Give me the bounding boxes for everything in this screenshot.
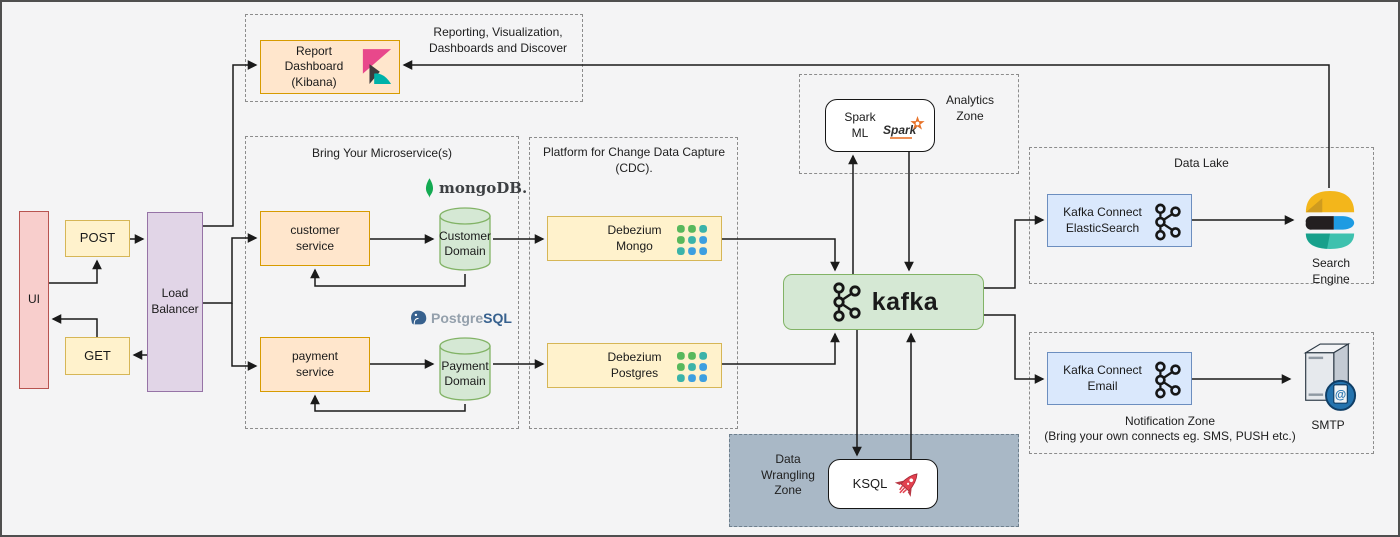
node-kafka-connect-email-label: Kafka Connect Email	[1063, 362, 1142, 393]
node-kafka-label: kafka	[871, 287, 939, 316]
edge-debezium-mongo-kafka	[722, 238, 840, 272]
node-debezium-postgres: Debezium Postgres	[547, 343, 722, 388]
zone-data-lake-label: Data Lake	[1174, 156, 1229, 170]
node-kafka-connect-elasticsearch: Kafka Connect ElasticSearch	[1047, 194, 1192, 247]
rocket-icon	[894, 473, 918, 497]
postgresql-elephant-icon	[411, 310, 427, 325]
node-debezium-mongo: Debezium Mongo	[547, 216, 722, 261]
smtp-label: SMTP	[1311, 418, 1345, 432]
spark-tagline-mark	[890, 137, 912, 139]
postgresql-logo-text: PostgreSQL	[431, 310, 512, 326]
node-payment-service: payment service	[260, 337, 370, 392]
kafka-connect-icon	[1155, 361, 1181, 399]
mongodb-logo: mongoDB.	[423, 177, 527, 198]
node-ksql-label: KSQL	[852, 475, 888, 491]
edge-ui-post	[49, 259, 102, 284]
mongodb-logo-text: mongoDB.	[439, 178, 528, 197]
smtp-at-glyph: @	[1335, 388, 1346, 401]
node-get-label: GET	[84, 347, 111, 363]
node-ui: UI	[19, 211, 49, 389]
node-customer-domain: Customer Domain	[437, 205, 493, 273]
node-debezium-mongo-label: Debezium Mongo	[607, 222, 662, 253]
kafka-connect-icon	[1155, 203, 1181, 241]
node-payment-domain-label: Payment Domain	[441, 359, 489, 388]
kibana-icon	[362, 49, 392, 84]
postgresql-text-gray: Postgre	[431, 309, 484, 326]
kafka-icon	[833, 282, 861, 322]
node-customer-service-label: customer service	[290, 222, 340, 253]
smtp-server-icon: @	[1303, 343, 1357, 411]
node-kafka: kafka	[783, 274, 984, 330]
node-report-dashboard: Report Dashboard (Kibana)	[260, 40, 400, 94]
node-post-label: POST	[79, 230, 116, 246]
node-spark-ml: Spark ML Spark	[825, 99, 935, 152]
postgresql-logo: PostgreSQL	[409, 308, 512, 327]
spark-logo-text: Spark	[883, 123, 917, 137]
zone-notification-label: Notification Zone	[1124, 414, 1216, 428]
zone-analytics-label: Analytics Zone	[945, 93, 995, 123]
zone-notification: Notification Zone (Bring your own connec…	[1029, 332, 1374, 454]
spark-logo: Spark	[883, 116, 927, 142]
zone-microservices-label: Bring Your Microservice(s)	[311, 146, 453, 160]
node-post: POST	[65, 220, 130, 257]
zone-cdc-label: Platform for Change Data Capture (CDC).	[542, 145, 726, 175]
node-debezium-postgres-label: Debezium Postgres	[607, 349, 662, 380]
elasticsearch-icon	[1305, 191, 1355, 249]
mongodb-leaf-icon	[425, 178, 434, 198]
node-load-balancer: Load Balancer	[147, 212, 203, 392]
spark-star-icon	[910, 116, 925, 130]
node-kafka-connect-elasticsearch-label: Kafka Connect ElasticSearch	[1063, 204, 1142, 235]
postgresql-text-blue: SQL	[483, 309, 512, 326]
zone-data-wrangling-label: Data Wrangling Zone	[761, 452, 815, 498]
node-payment-domain: Payment Domain	[437, 335, 493, 403]
node-ksql: KSQL	[828, 459, 938, 509]
node-get: GET	[65, 337, 130, 375]
zone-data-wrangling: Data Wrangling Zone	[729, 434, 1019, 527]
node-load-balancer-label: Load Balancer	[151, 286, 199, 316]
node-ui-label: UI	[28, 292, 40, 307]
node-customer-domain-label: Customer Domain	[438, 229, 491, 258]
node-customer-service: customer service	[260, 211, 370, 266]
debezium-icon	[677, 225, 707, 255]
zone-reporting-label: Reporting, Visualization, Dashboards and…	[428, 25, 568, 55]
edge-get-ui	[51, 314, 98, 337]
node-payment-service-label: payment service	[291, 348, 339, 379]
search-engine-label: Search Engine	[1311, 256, 1351, 286]
database-cylinder-icon	[439, 337, 491, 401]
debezium-icon	[677, 352, 707, 382]
node-report-dashboard-label: Report Dashboard (Kibana)	[284, 43, 344, 89]
node-kafka-connect-email: Kafka Connect Email	[1047, 352, 1192, 405]
edge-debezium-postgres-kafka	[722, 332, 840, 365]
node-spark-ml-label: Spark ML	[844, 109, 876, 140]
database-cylinder-icon	[439, 207, 491, 271]
zone-notification-sublabel: (Bring your own connects eg. SMS, PUSH e…	[1044, 429, 1296, 443]
